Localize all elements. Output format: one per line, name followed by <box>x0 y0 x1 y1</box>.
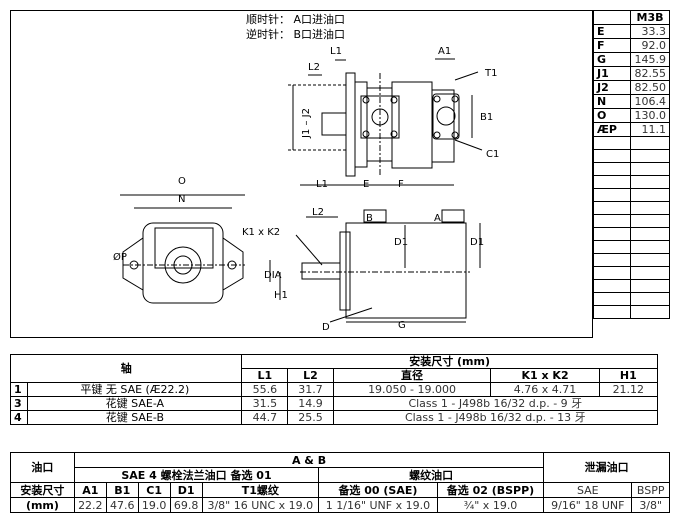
drawing-frame <box>10 10 593 338</box>
dim-F: F <box>398 179 404 190</box>
dim-D1a: D1 <box>394 237 408 248</box>
dim-C1: C1 <box>486 149 499 160</box>
install-header: 安装尺寸 (mm) <box>241 354 658 369</box>
dim-A1: A1 <box>438 46 451 57</box>
side-shaft <box>301 262 341 280</box>
dim-DIA: DIA <box>264 270 282 281</box>
table-row: 3 花键 SAE-A 31.5 14.9 Class 1 - J498b 16/… <box>9 396 671 411</box>
dim-D: D <box>322 322 330 333</box>
dim-L1-side: L1 <box>316 179 328 190</box>
dim-L2-top: L2 <box>308 62 320 73</box>
shaft-table: 轴 安装尺寸 (mm) L1 L2 直径 K1 x K2 H1 1 平键 无 S… <box>9 354 671 425</box>
dim-L2-side: L2 <box>312 207 324 218</box>
oil-port-header: 油口 <box>10 452 75 483</box>
rotation-ccw: 逆时针： B口进油口 <box>246 28 346 41</box>
port-A-label: A <box>434 213 441 224</box>
dim-T1: T1 <box>484 68 497 79</box>
table-row: (mm) 22.2 47.6 19.0 69.8 3/8" 16 UNC x 1… <box>10 497 670 513</box>
rotation-cw: 顺时针： A口进油口 <box>246 13 346 26</box>
dim-D1b: D1 <box>470 237 484 248</box>
pump-drawing: L1 L2 J1 – J2 A1 T1 B1 C1 O N ØP DIA H1 … <box>113 46 499 333</box>
side-body <box>345 222 467 319</box>
dim-K1K2: K1 x K2 <box>242 227 280 238</box>
dim-L1-top: L1 <box>330 46 342 57</box>
dim-P: ØP <box>113 251 127 263</box>
dim-B1: B1 <box>480 112 493 123</box>
drain-header: 泄漏油口 <box>543 452 670 483</box>
table-row: 4 花键 SAE-B 44.7 25.5 Class 1 - J498b 16/… <box>9 410 671 425</box>
dim-G: G <box>398 320 406 331</box>
table-row: 1 平键 无 SAE (Æ22.2) 55.6 31.7 19.050 - 19… <box>9 382 671 397</box>
dim-O: O <box>178 176 186 187</box>
dim-E: E <box>363 179 369 190</box>
shaft-header: 轴 <box>9 354 243 383</box>
port-table: 油口 A & B 泄漏油口 SAE 4 螺栓法兰油口 备选 01 螺纹油口 安装… <box>10 452 670 513</box>
dim-model-header: M3B <box>630 10 670 25</box>
ab-header: A & B <box>73 452 545 468</box>
top-flange-plate <box>345 72 356 177</box>
dim-H1: H1 <box>274 290 288 301</box>
dim-N: N <box>178 194 185 205</box>
top-shaft <box>321 112 347 136</box>
port-B-label: B <box>366 213 373 224</box>
dim-J1J2: J1 – J2 <box>301 108 312 139</box>
